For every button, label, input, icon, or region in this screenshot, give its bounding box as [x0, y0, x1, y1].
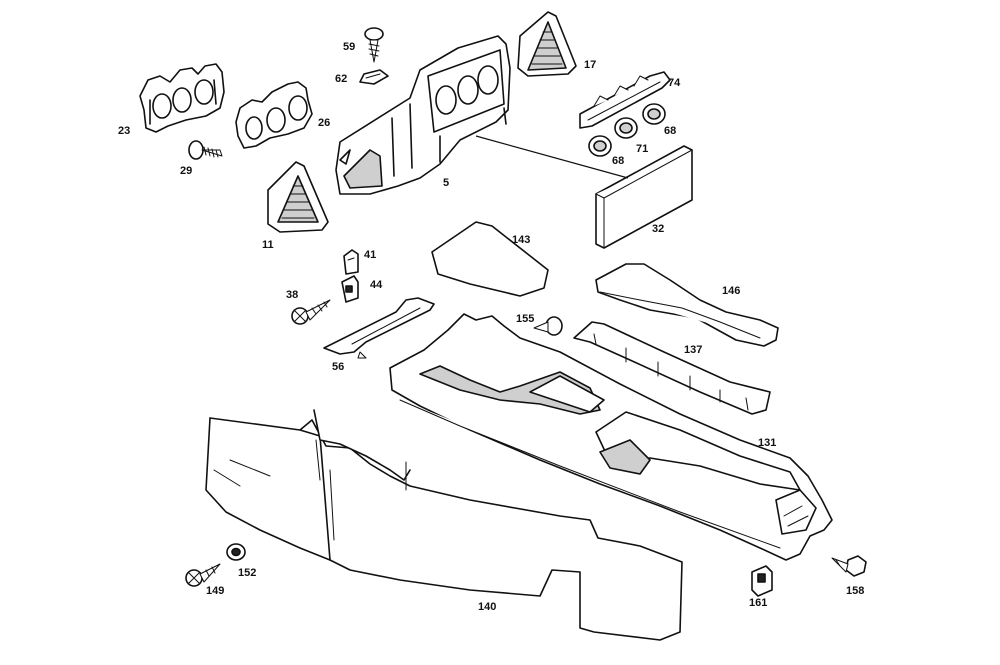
part-68-knob-upper: [642, 103, 666, 125]
callout-5: 5: [443, 177, 449, 189]
part-149-screw: [185, 563, 221, 587]
part-155-push-clip: [533, 316, 563, 336]
callout-143: 143: [512, 234, 530, 246]
leader-line-5-32: [475, 135, 629, 179]
part-68-knob-lower: [588, 135, 612, 157]
callout-155: 155: [516, 313, 534, 325]
callout-26: 26: [318, 117, 330, 129]
callout-68-lower: 68: [612, 155, 624, 167]
part-131-center-console: [389, 313, 833, 561]
part-56-bracket: [323, 297, 435, 359]
callout-146: 146: [722, 285, 740, 297]
part-146-armrest-lid: [595, 263, 779, 347]
callout-29: 29: [180, 165, 192, 177]
callout-59: 59: [343, 41, 355, 53]
part-26-gauge-bezel: [235, 81, 313, 149]
part-23-gauge-bezel: [139, 63, 225, 133]
callout-68-upper: 68: [664, 125, 676, 137]
part-59-screw: [364, 27, 384, 63]
callout-131: 131: [758, 437, 776, 449]
part-152-washer: [226, 543, 246, 561]
callout-149: 149: [206, 585, 224, 597]
callout-158: 158: [846, 585, 864, 597]
part-158-bolt: [831, 555, 867, 577]
part-44-clip: [341, 275, 359, 303]
callout-41: 41: [364, 249, 376, 261]
callout-23: 23: [118, 125, 130, 137]
part-41-clip: [343, 249, 359, 275]
part-161-clip: [751, 565, 773, 597]
part-62-clip-nut: [359, 69, 389, 85]
callout-17: 17: [584, 59, 596, 71]
part-17-air-vent: [517, 11, 577, 77]
callout-71: 71: [636, 143, 648, 155]
callout-137: 137: [684, 344, 702, 356]
callout-140: 140: [478, 601, 496, 613]
part-140-side-panel: [205, 409, 683, 641]
part-32-radio-box: [595, 145, 693, 249]
part-5-center-panel: [335, 35, 511, 195]
callout-152: 152: [238, 567, 256, 579]
callout-11: 11: [262, 239, 274, 251]
callout-74: 74: [668, 77, 681, 89]
part-137-trim-rail: [573, 321, 771, 415]
callout-161: 161: [749, 597, 767, 609]
callout-32: 32: [652, 223, 664, 235]
part-11-air-vent: [267, 161, 329, 233]
callout-56: 56: [332, 361, 344, 373]
part-143-pad: [431, 221, 549, 297]
callout-44: 44: [370, 279, 383, 291]
part-71-knob: [614, 117, 638, 139]
callout-38: 38: [286, 289, 298, 301]
callout-62: 62: [335, 73, 347, 85]
part-29-screw: [188, 140, 223, 160]
part-38-screw: [291, 299, 331, 325]
part-74-switch-panel: [579, 71, 671, 129]
